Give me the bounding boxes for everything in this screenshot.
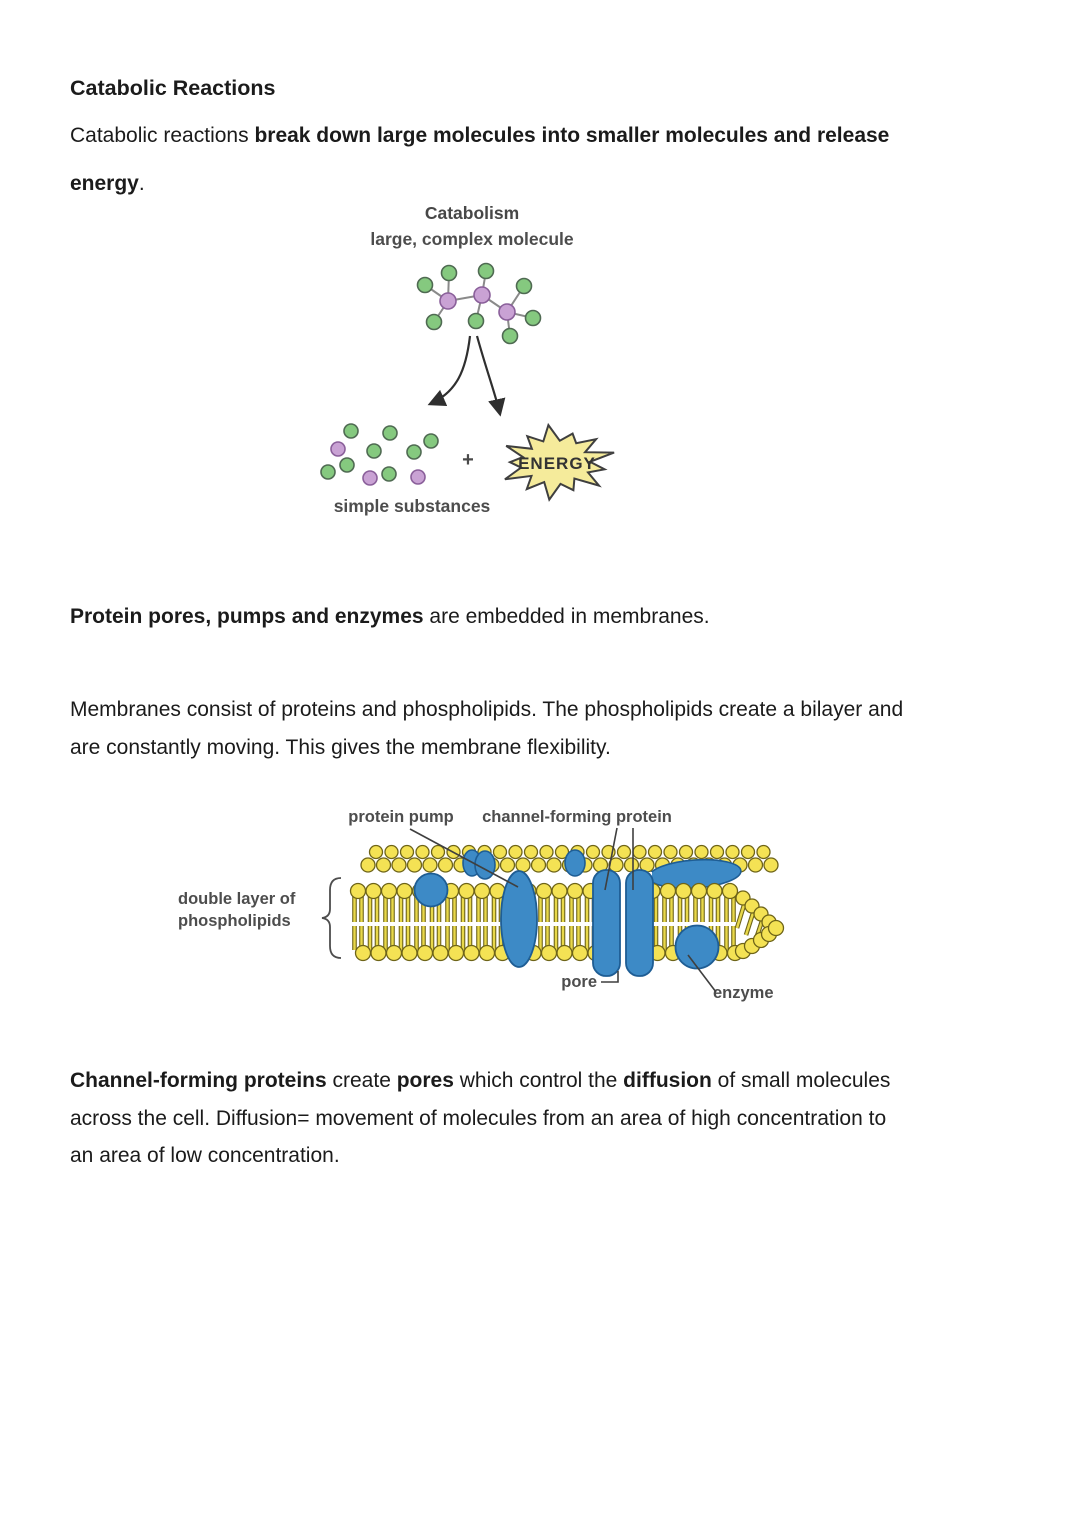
- protein-pump-label: protein pump: [348, 808, 453, 826]
- para-channel-bold3: diffusion: [623, 1069, 712, 1092]
- para-channel-n3: of small molecules: [711, 1069, 891, 1092]
- enzyme-label: enzyme: [713, 984, 774, 1002]
- para-channel-line3: an area of low concentration.: [70, 1144, 340, 1167]
- paragraph-channel: Channel-forming proteins create pores wh…: [70, 1062, 890, 1175]
- para-channel-bold2: pores: [396, 1069, 454, 1092]
- para-protein-normal: are embedded in membranes.: [423, 605, 710, 628]
- para-membranes-line2: are constantly moving. This gives the me…: [70, 735, 611, 759]
- para-channel-n2: which control the: [453, 1069, 624, 1092]
- para-channel-n1: create: [326, 1069, 397, 1092]
- para-channel-line2: across the cell. Diffusion= movement of …: [70, 1106, 887, 1130]
- para-protein-bold: Protein pores, pumps and enzymes: [70, 605, 424, 628]
- double-layer-label-line1: double layer of: [178, 890, 296, 908]
- double-layer-brace: [321, 877, 342, 959]
- simple-substances-label: simple substances: [334, 496, 491, 516]
- para-catabolic-normal: Catabolic reactions: [70, 124, 255, 147]
- energy-label: ENERGY: [518, 454, 596, 473]
- plus-sign: +: [462, 449, 474, 471]
- paragraph-catabolic: Catabolic reactions break down large mol…: [70, 112, 889, 208]
- paragraph-protein-pores: Protein pores, pumps and enzymes are emb…: [70, 598, 710, 636]
- protein-pump: [500, 870, 538, 968]
- channel-forming-protein: [592, 869, 654, 977]
- membrane-protein-ball: [413, 872, 449, 908]
- catabolism-title: Catabolism: [425, 203, 519, 223]
- para-catabolic-bold: break down large molecules into smaller …: [254, 124, 890, 147]
- catabolism-subtitle: large, complex molecule: [370, 229, 574, 249]
- para-catabolic-end: .: [138, 172, 145, 195]
- channel-right-lobe: [625, 869, 654, 977]
- membrane-diagram: protein pump channel-forming protein dou…: [178, 808, 785, 1002]
- energy-burst: [504, 422, 615, 502]
- double-layer-label-line2: phospholipids: [178, 912, 291, 930]
- breakdown-arrows: [427, 335, 506, 417]
- para-catabolic-bold2: energy: [70, 172, 139, 195]
- page-title: Catabolic Reactions: [70, 76, 276, 100]
- channel-protein-label: channel-forming protein: [482, 808, 672, 826]
- channel-left-lobe: [592, 869, 621, 977]
- para-membranes-line1: Membranes consist of proteins and phosph…: [70, 698, 904, 721]
- enzyme-ball: [674, 924, 720, 970]
- large-molecule: [416, 262, 542, 345]
- para-channel-bold1: Channel-forming proteins: [70, 1069, 327, 1092]
- pore-label: pore: [561, 973, 597, 991]
- paragraph-membranes: Membranes consist of proteins and phosph…: [70, 691, 903, 766]
- simple-substances: [320, 423, 439, 486]
- catabolism-diagram: Catabolism large, complex molecule: [320, 203, 615, 516]
